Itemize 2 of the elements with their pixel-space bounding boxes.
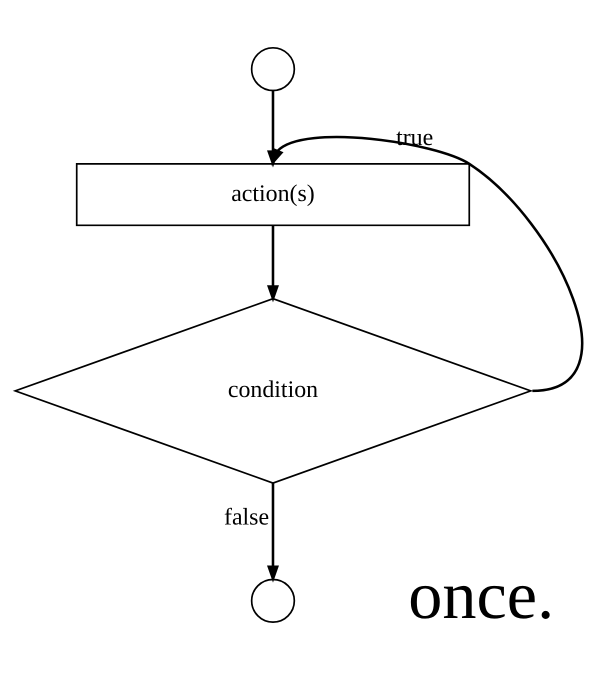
edge-label: false bbox=[224, 504, 270, 530]
label: once. bbox=[408, 556, 554, 633]
